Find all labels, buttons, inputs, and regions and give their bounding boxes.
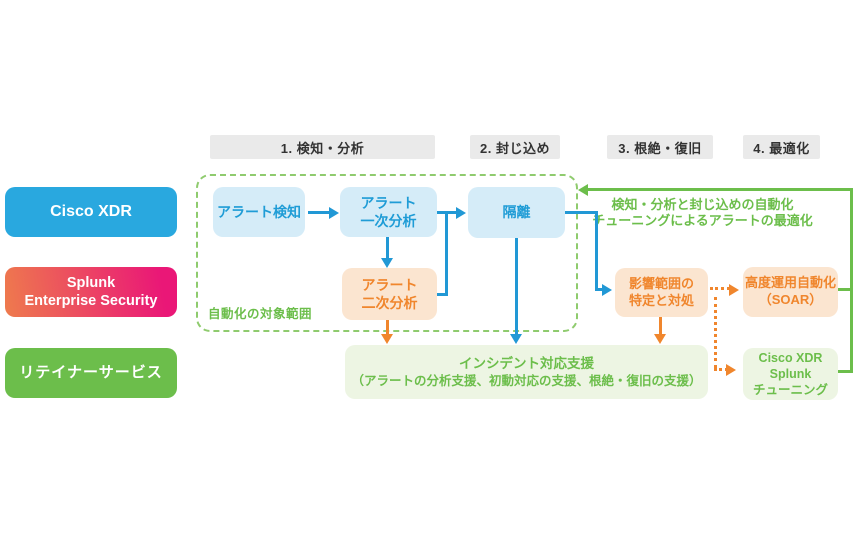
lane-retainer-service: リテイナーサービス [5, 348, 177, 398]
phase-header-4: 4. 最適化 [743, 135, 820, 159]
arrow-detection-to-primary-line [308, 211, 330, 214]
dotted-arrow-impact-to-soar-head [729, 284, 739, 296]
node-label-line: 二次分析 [361, 295, 418, 311]
node-alert-primary-analysis: アラート 一次分析 [340, 187, 437, 237]
node-label-line: アラート [360, 194, 417, 211]
arrow-primary-to-secondary-line [386, 237, 389, 259]
feedback-line-from-tuning [838, 370, 850, 373]
arrow-isolation-to-incident-line [515, 238, 518, 335]
phase-header-1: 1. 検知・分析 [210, 135, 435, 159]
node-label-line: 一次分析 [360, 213, 417, 229]
node-label-line: （SOAR） [758, 292, 823, 307]
phase-header-3: 3. 根絶・復旧 [607, 135, 713, 159]
arrow-isolation-to-impact-line-h2 [595, 288, 604, 291]
dotted-arrow-impact-to-tuning-line-h [714, 368, 728, 371]
arrow-impact-to-incident-head [654, 334, 666, 344]
node-label-line: （アラートの分析支援、初動対応の支援、根絶・復旧の支援） [351, 373, 702, 388]
node-label: アラート検知 [217, 203, 301, 220]
lane-label: リテイナーサービス [19, 363, 163, 381]
node-label-line: チューニング [752, 383, 828, 398]
automation-scope-label: 自動化の対象範囲 [208, 307, 313, 321]
arrow-primary-to-secondary-head [381, 258, 393, 268]
arrow-isolation-to-impact-line-v [595, 211, 598, 291]
dotted-arrow-impact-to-soar-line [710, 287, 730, 290]
arrow-secondary-to-incident-line [386, 320, 389, 335]
feedback-line-from-soar [838, 288, 850, 291]
merge-line-from-secondary [437, 293, 448, 296]
feedback-note-line: 検知・分析と封じ込めの自動化 [611, 197, 794, 212]
lane-label-line: Enterprise Security [24, 293, 158, 309]
node-impact-scope: 影響範囲の 特定と対処 [615, 268, 708, 317]
phase-header-2: 2. 封じ込め [470, 135, 560, 159]
node-soar: 高度運用自動化 （SOAR） [743, 267, 838, 317]
node-xdr-splunk-tuning: Cisco XDR Splunk チューニング [743, 348, 838, 400]
node-label-line: Splunk [769, 366, 812, 381]
lane-splunk-enterprise-security: Splunk Enterprise Security [5, 267, 177, 317]
arrow-isolation-to-incident-head [510, 334, 522, 344]
arrow-impact-to-incident-line [659, 317, 662, 335]
node-label-line: アラート [361, 276, 418, 293]
lane-cisco-xdr: Cisco XDR [5, 187, 177, 237]
node-isolation: 隔離 [468, 187, 565, 238]
arrow-isolation-to-impact-head [602, 284, 612, 296]
merge-line-vertical [445, 211, 448, 296]
node-label-line: Cisco XDR [758, 350, 823, 365]
dotted-arrow-impact-to-tuning-line-v [714, 297, 717, 368]
arrow-secondary-to-incident-head [381, 334, 393, 344]
node-label-line: 高度運用自動化 [744, 275, 836, 291]
node-label-line: 特定と対処 [628, 292, 694, 308]
feedback-line-top [588, 188, 853, 191]
lane-label-line: Splunk [66, 274, 116, 291]
node-label-line: 影響範囲の [628, 275, 694, 291]
feedback-note-line: チューニングによるアラートの最適化 [592, 213, 813, 229]
node-alert-detection: アラート検知 [213, 187, 305, 237]
dotted-arrow-impact-to-tuning-head [726, 364, 736, 376]
feedback-arrow-head [578, 184, 588, 196]
feedback-note: 検知・分析と封じ込めの自動化 チューニングによるアラートの最適化 [585, 197, 820, 230]
node-label-line: インシデント対応支援 [459, 356, 594, 372]
node-incident-support: インシデント対応支援 （アラートの分析支援、初動対応の支援、根絶・復旧の支援） [345, 345, 708, 399]
arrow-primary-to-isolation-head [456, 207, 466, 219]
node-label: 隔離 [502, 204, 531, 221]
arrow-isolation-to-impact-line-h1 [565, 211, 598, 214]
node-alert-secondary-analysis: アラート 二次分析 [342, 268, 437, 320]
arrow-detection-to-primary-head [329, 207, 339, 219]
feedback-line-right [850, 188, 853, 373]
lane-label: Cisco XDR [50, 203, 132, 220]
